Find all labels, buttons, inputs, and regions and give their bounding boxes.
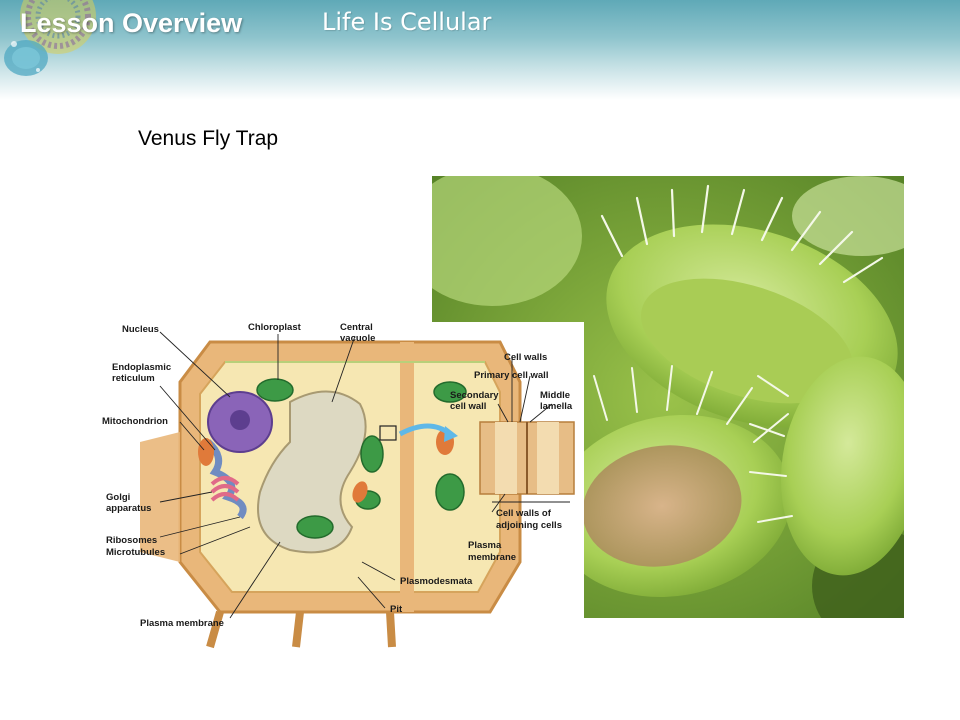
label-central-vacuole-1: Central (340, 322, 373, 333)
label-plasmodesmata: Plasmodesmata (400, 576, 473, 587)
chapter-title: Life Is Cellular (322, 8, 492, 36)
label-chloroplast: Chloroplast (248, 322, 302, 333)
label-golgi-2: apparatus (106, 503, 151, 514)
slide-title: Venus Fly Trap (138, 127, 279, 150)
label-primary-cell-wall: Primary cell wall (474, 370, 548, 381)
label-plasma-1: Plasma (468, 540, 502, 551)
label-central-vacuole-2: vacuole (340, 333, 375, 344)
label-adjoining-2: adjoining cells (496, 520, 562, 531)
label-er-1: Endoplasmic (112, 362, 171, 373)
label-adjoining-1: Cell walls of (496, 508, 552, 519)
label-cell-walls: Cell walls (504, 352, 547, 363)
label-middle-2: lamella (540, 401, 573, 412)
label-plasma-2: membrane (468, 552, 516, 563)
header-decoration-icon (4, 0, 96, 76)
label-ribosomes: Ribosomes (106, 535, 157, 546)
label-er-2: reticulum (112, 373, 155, 384)
plant-cell-diagram: Nucleus Chloroplast Central vacuole Endo… (100, 322, 584, 652)
label-secondary-2: cell wall (450, 401, 486, 412)
label-pit: Pit (390, 604, 403, 615)
label-middle-1: Middle (540, 390, 570, 401)
slide-header: Lesson Overview Life Is Cellular (0, 0, 960, 100)
label-secondary-1: Secondary (450, 390, 499, 401)
label-nucleus: Nucleus (122, 324, 159, 335)
label-golgi-1: Golgi (106, 492, 130, 503)
lesson-overview-label: Lesson Overview (20, 8, 243, 38)
label-mitochondrion: Mitochondrion (102, 416, 168, 427)
label-microtubules: Microtubules (106, 547, 165, 558)
label-plasma-membrane: Plasma membrane (140, 618, 224, 629)
